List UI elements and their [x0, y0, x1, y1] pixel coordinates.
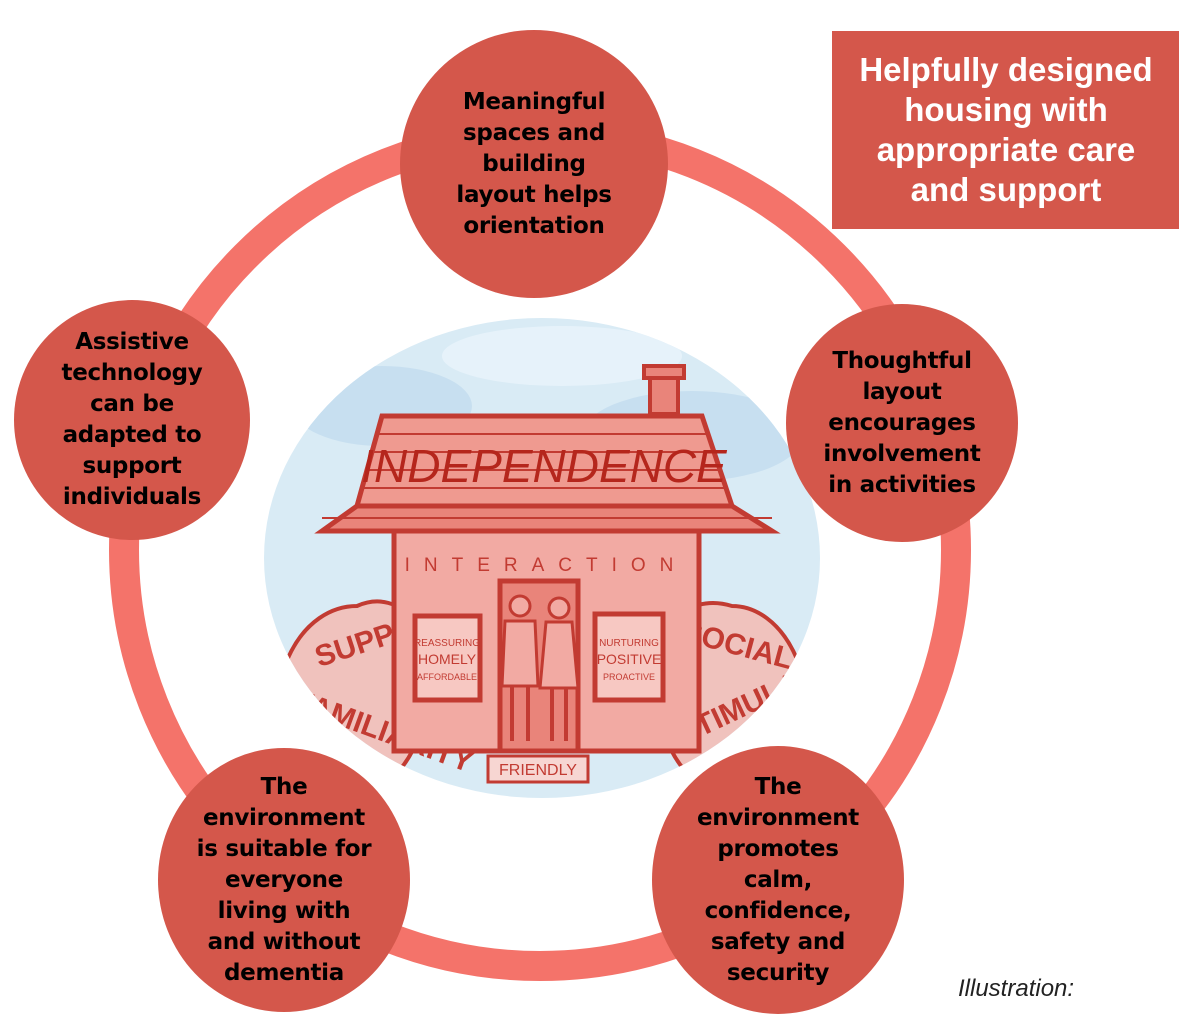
- right-window: [592, 611, 666, 703]
- node-suitable-environment-text: The environment is suitable for everyone…: [196, 773, 372, 986]
- right-window-word-2: POSITIVE: [597, 651, 662, 667]
- roof-word: INDEPENDENCE: [361, 440, 728, 492]
- right-window-word-3: PROACTIVE: [603, 672, 655, 682]
- node-calm-environment: The environment promotes calm, confidenc…: [652, 746, 904, 1014]
- house-body: INTERACTION REASSURING HOMELY AFFORDABLE…: [391, 528, 702, 784]
- door-sign: [486, 754, 590, 784]
- node-assistive-technology: Assistive technology can be adapted to s…: [14, 300, 250, 540]
- left-window-word-1: REASSURING: [414, 638, 480, 649]
- node-activities: Thoughtful layout encourages involvement…: [786, 304, 1018, 542]
- people-figures: [500, 594, 580, 741]
- band-word: INTERACTION: [405, 555, 688, 576]
- door-sign-text: FRIENDLY: [499, 762, 577, 779]
- node-orientation-text: Meaningful spaces and building layout he…: [456, 88, 612, 239]
- right-window-word-1: NURTURING: [599, 638, 659, 649]
- title-box: Helpfully designed housing with appropri…: [832, 31, 1179, 229]
- left-window: [412, 613, 483, 703]
- title-text: Helpfully designed housing with appropri…: [859, 51, 1153, 208]
- node-assistive-technology-text: Assistive technology can be adapted to s…: [61, 329, 203, 510]
- house-illustration: SUPPORT FAMILIARITY SOCIAL STIMULATION: [264, 318, 820, 798]
- left-window-word-2: HOMELY: [418, 651, 477, 667]
- node-activities-text: Thoughtful layout encourages involvement…: [823, 347, 981, 498]
- node-orientation: Meaningful spaces and building layout he…: [400, 30, 668, 298]
- illustration-caption: Illustration:: [958, 975, 1075, 1002]
- roof: INDEPENDENCE: [314, 413, 781, 534]
- left-window-word-3: AFFORDABLE: [417, 672, 477, 682]
- node-calm-environment-text: The environment promotes calm, confidenc…: [696, 773, 859, 986]
- node-suitable-environment: The environment is suitable for everyone…: [158, 748, 410, 1012]
